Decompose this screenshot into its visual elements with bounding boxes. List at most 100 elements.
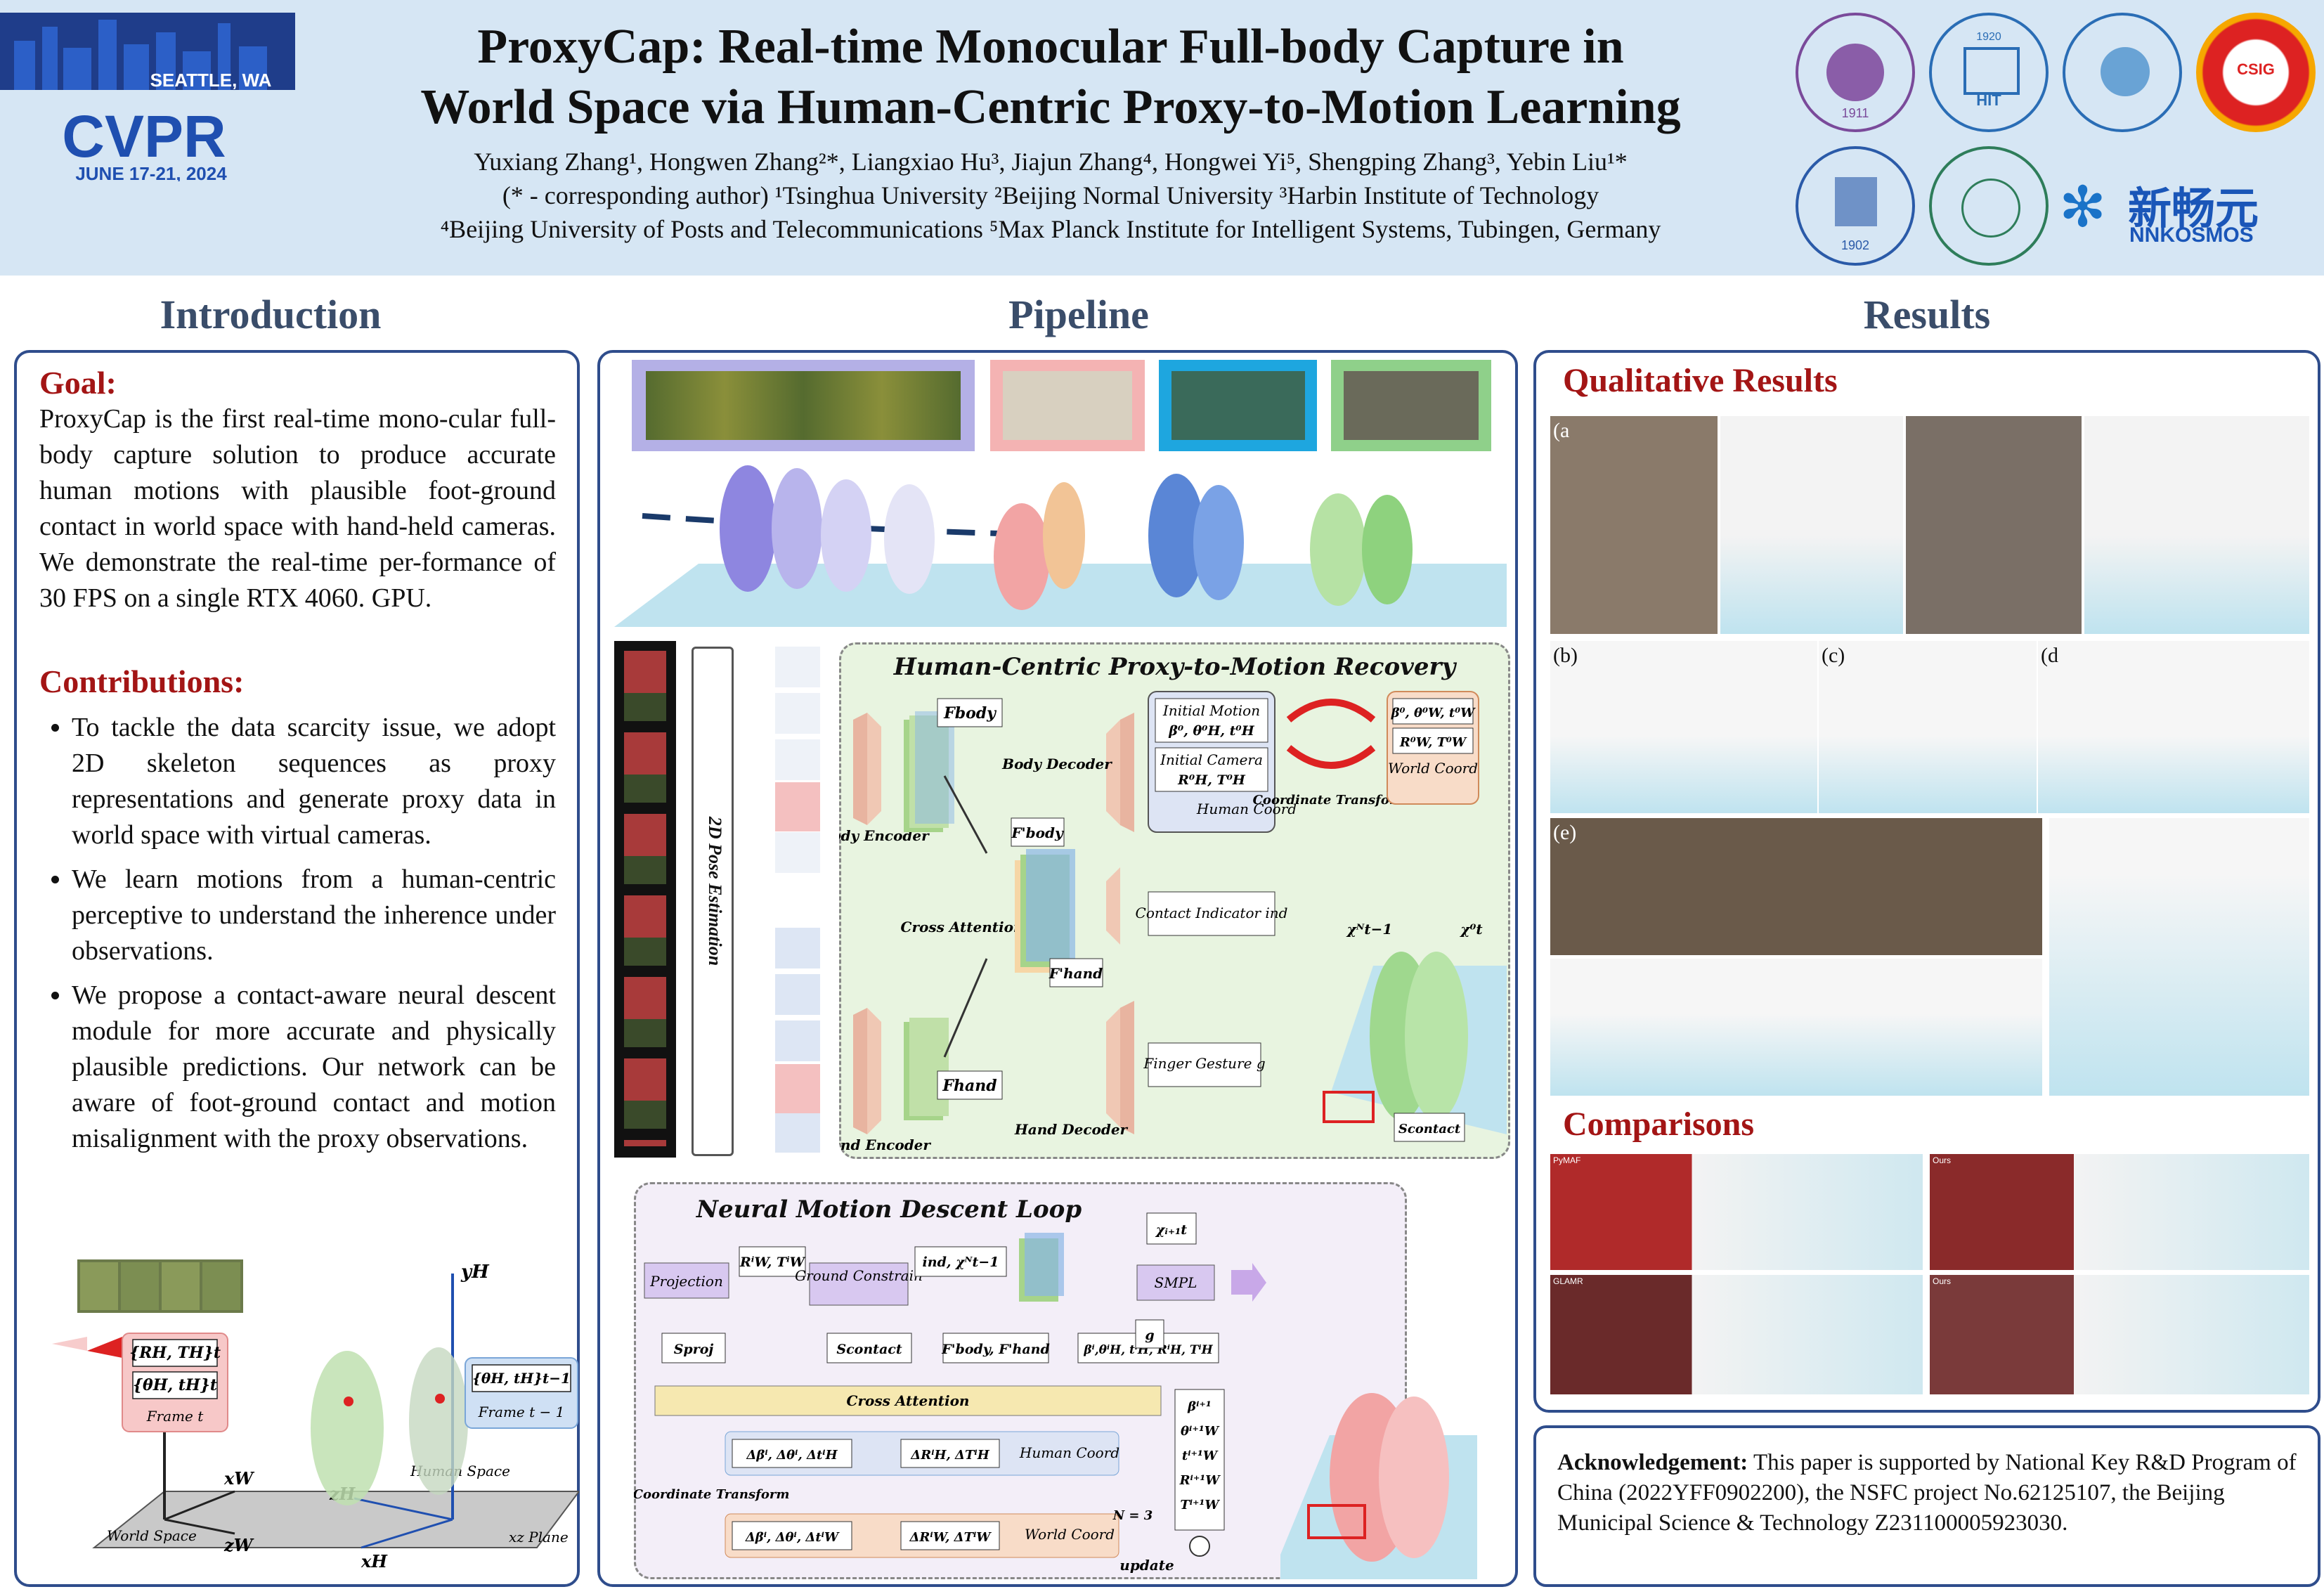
svg-text:Rⁱ⁺¹W: Rⁱ⁺¹W (1179, 1473, 1221, 1488)
institution-logos: 1911 HIT 1920 CSIG 1902 ✻ 新畅元 NNKOSMOS (1796, 13, 2316, 266)
teaser-motion-render (614, 465, 1507, 627)
result-b: (b) (1550, 641, 1817, 813)
svg-text:World Coord: World Coord (1025, 1526, 1115, 1543)
result-e-trajectory (2049, 818, 2309, 1096)
nnkosmos-logo: ✻ 新畅元 NNKOSMOS (2059, 174, 2259, 247)
svg-text:βⁱ,θⁱH, tⁱH, RⁱH, TⁱH: βⁱ,θⁱH, tⁱH, RⁱH, TⁱH (1083, 1343, 1213, 1357)
svg-text:θⁱ⁺¹W: θⁱ⁺¹W (1181, 1424, 1220, 1439)
svg-text:Contact Indicator ind: Contact Indicator ind (1136, 905, 1288, 921)
svg-text:Cross Attention: Cross Attention (901, 919, 1024, 935)
contributions-heading: Contributions: (39, 663, 245, 699)
recovery-title: Human-Centric Proxy-to-Motion Recovery (893, 653, 1456, 681)
contribution-item: We learn motions from a human-centric pe… (72, 862, 556, 969)
svg-text:R⁰W, T⁰W: R⁰W, T⁰W (1399, 735, 1467, 750)
axis-yh: yH (460, 1262, 490, 1283)
svg-text:Hand Encoder: Hand Encoder (839, 1136, 931, 1153)
svg-text:update: update (1119, 1557, 1174, 1574)
svg-text:Hand Decoder: Hand Decoder (1014, 1121, 1129, 1138)
pose-estimation-block: 2D Pose Estimation (692, 647, 734, 1156)
result-a-photo-1: (a (1550, 416, 1718, 634)
cvpr-logo: SEATTLE, WA CVPR JUNE 17-21, 2024 (0, 13, 295, 181)
pipeline-panel: 2D Pose Estimation Human-Centric Proxy-t… (597, 350, 1518, 1587)
svg-text:Scontact: Scontact (1398, 1122, 1461, 1136)
svg-text:F'body: F'body (1011, 824, 1064, 841)
svg-text:Body Decoder: Body Decoder (1001, 756, 1112, 772)
bnu-logo: 1902 (1796, 146, 1915, 266)
mpi-logo (1929, 146, 2049, 266)
theta-t-1-label: {θH, tH}t−1 (472, 1370, 571, 1387)
human-figure-t (311, 1351, 384, 1505)
svg-text:Finger Gesture g: Finger Gesture g (1143, 1055, 1265, 1072)
svg-text:β⁰, θ⁰H, t⁰H: β⁰, θ⁰H, t⁰H (1168, 723, 1254, 739)
svg-text:Fhand: Fhand (942, 1077, 997, 1095)
poster-title: ProxyCap: Real-time Monocular Full-body … (309, 17, 1792, 138)
video-frames-thumbnail (77, 1259, 243, 1313)
svg-text:βⁱ⁺¹: βⁱ⁺¹ (1187, 1399, 1212, 1414)
introduction-panel: Goal: ProxyCap is the first real-time mo… (14, 350, 580, 1587)
svg-text:F'hand: F'hand (1049, 965, 1103, 982)
svg-text:SMPL: SMPL (1155, 1274, 1197, 1291)
contribution-item: To tackle the data scarcity issue, we ad… (72, 710, 556, 853)
section-title-pipeline: Pipeline (1008, 292, 1149, 337)
result-e-renders (1550, 959, 2042, 1096)
contributions-list: To tackle the data scarcity issue, we ad… (39, 710, 556, 1157)
theta-t-label: {θH, tH}t (133, 1376, 217, 1394)
svg-text:Tⁱ⁺¹W: Tⁱ⁺¹W (1180, 1498, 1220, 1512)
cvpr-dates: JUNE 17-21, 2024 (75, 163, 227, 181)
svg-text:Initial Motion: Initial Motion (1162, 702, 1260, 719)
skeleton-sequence (772, 647, 823, 1156)
svg-text:Initial Camera: Initial Camera (1160, 751, 1263, 768)
world-space-label: World Space (107, 1527, 197, 1544)
cvpr-location: SEATTLE, WA (150, 70, 272, 91)
header-banner: SEATTLE, WA CVPR JUNE 17-21, 2024 ProxyC… (0, 0, 2324, 276)
teaser-frames-4 (1331, 360, 1491, 451)
authors-block: Yuxiang Zhang¹, Hongwen Zhang²*, Liangxi… (309, 145, 1792, 246)
result-d: (d (2038, 641, 2309, 813)
svg-text:N = 3: N = 3 (1112, 1508, 1153, 1523)
svg-text:Human Coord: Human Coord (1019, 1444, 1119, 1461)
result-a-render-1 (1720, 416, 1903, 634)
result-e-photos: (e) (1550, 818, 2042, 955)
svg-text:F'body, F'hand: F'body, F'hand (941, 1342, 1050, 1357)
bupt-logo (2063, 13, 2182, 132)
svg-text:Human Coord: Human Coord (1196, 801, 1297, 817)
frame-t-label: Frame t (146, 1408, 205, 1425)
recovery-diagram: Body Encoder Fbody Hand Encoder Fhand Cr… (839, 691, 1507, 1153)
hit-logo: HIT 1920 (1929, 13, 2049, 132)
axis-xw: xW (223, 1468, 254, 1489)
svg-text:χ⁰t: χ⁰t (1459, 921, 1483, 938)
comparison-glamr: GLAMR (1550, 1275, 1923, 1394)
svg-text:Δβⁱ, Δθⁱ, ΔtⁱW: Δβⁱ, Δθⁱ, ΔtⁱW (745, 1530, 840, 1545)
contribution-item: We propose a contact-aware neural descen… (72, 978, 556, 1157)
human-figure-t-1 (409, 1347, 468, 1495)
svg-text:ΔRⁱH, ΔTⁱH: ΔRⁱH, ΔTⁱH (910, 1448, 989, 1463)
title-line-1: ProxyCap: Real-time Monocular Full-body … (477, 20, 1624, 74)
svg-text:tⁱ⁺¹W: tⁱ⁺¹W (1182, 1449, 1219, 1463)
comparison-ours-2: Ours (1930, 1275, 2309, 1394)
comparison-ours-1: Ours (1930, 1154, 2309, 1270)
results-panel: Qualitative Results (a (b) (c) (d (e) Co… (1533, 350, 2320, 1413)
goal-text: ProxyCap is the first real-time mono-cul… (39, 404, 556, 613)
intro-content: Goal: ProxyCap is the first real-time mo… (39, 364, 556, 1165)
result-a-photo-2 (1906, 416, 2082, 634)
svg-text:Coordinate Transform: Coordinate Transform (634, 1487, 789, 1502)
svg-text:ΔRⁱW, ΔTⁱW: ΔRⁱW, ΔTⁱW (909, 1530, 992, 1545)
coordinate-diagram: yW xW zW World Space yH xH zH Human Spac… (52, 1259, 579, 1572)
comparison-pymaf: PyMAF (1550, 1154, 1923, 1270)
svg-text:β⁰, θ⁰W, t⁰W: β⁰, θ⁰W, t⁰W (1391, 706, 1476, 720)
ground-constrain-label: Ground Constrain (795, 1267, 923, 1284)
ack-text: This paper is supported by National Key … (1557, 1450, 2297, 1536)
svg-text:χᵢ₊₁t: χᵢ₊₁t (1155, 1222, 1187, 1238)
cvpr-name: CVPR (62, 103, 226, 169)
goal-heading: Goal: (39, 365, 117, 401)
svg-text:χᴺt−1: χᴺt−1 (1346, 921, 1393, 938)
axis-xh: xH (361, 1551, 388, 1572)
svg-text:Δβⁱ, Δθⁱ, ΔtⁱH: Δβⁱ, Δθⁱ, ΔtⁱH (746, 1448, 838, 1463)
title-line-2: World Space via Human-Centric Proxy-to-M… (420, 80, 1681, 134)
svg-text:World Coord: World Coord (1388, 760, 1478, 777)
rt-label: {RH, TH}t (129, 1344, 221, 1362)
loop-title: Neural Motion Descent Loop (696, 1196, 1082, 1224)
result-a-render-2 (2084, 416, 2309, 634)
svg-text:R⁰H, T⁰H: R⁰H, T⁰H (1177, 772, 1246, 788)
csig-logo: CSIG (2196, 13, 2316, 132)
